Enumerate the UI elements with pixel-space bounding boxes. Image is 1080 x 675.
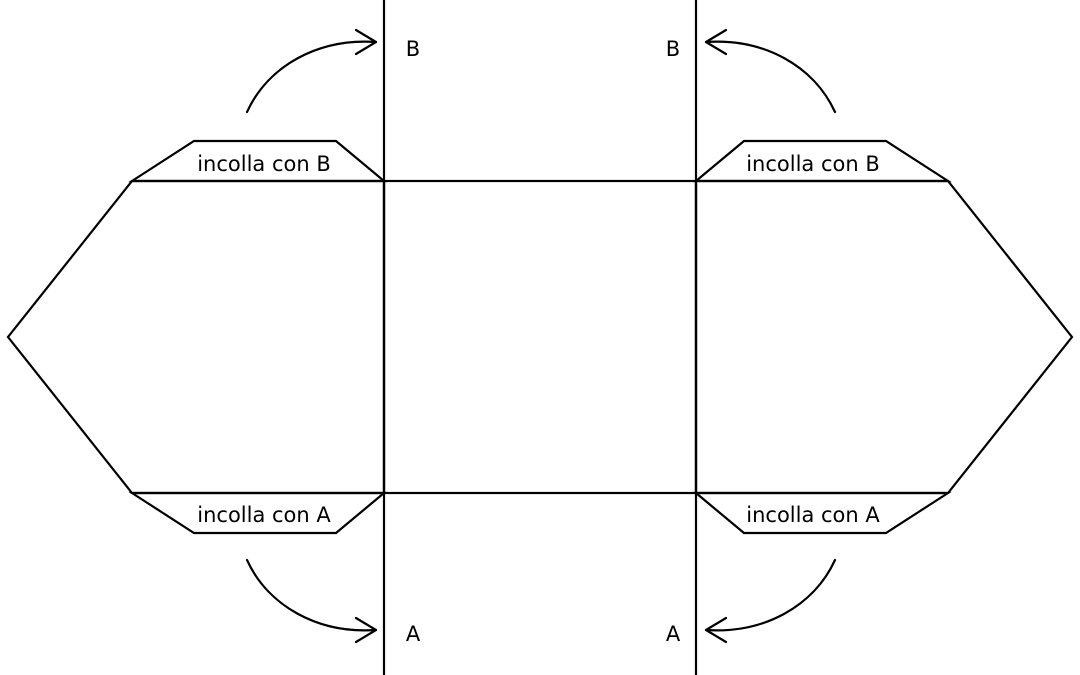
arrow-bottom-left-icon [245,558,378,644]
left-face [6,179,386,495]
arrow-top-left-icon [245,28,378,114]
right-face [694,179,1074,495]
letter-top-right: B [666,37,680,61]
flap-label-top-left: incolla con B [197,152,331,176]
center-square [382,179,698,495]
letter-bottom-right: A [666,622,681,646]
arrow-bottom-right-icon [704,558,837,644]
flap-top-left [128,139,388,183]
arrow-top-right-icon [704,28,837,114]
flap-label-top-right: incolla con B [746,152,880,176]
flap-label-bottom-right: incolla con A [746,503,880,527]
letter-top-left: B [406,37,420,61]
flap-top-right [692,139,952,183]
flap-label-bottom-left: incolla con A [197,503,331,527]
letter-bottom-left: A [406,622,421,646]
flap-bottom-right [692,491,952,535]
flap-bottom-left [128,491,388,535]
